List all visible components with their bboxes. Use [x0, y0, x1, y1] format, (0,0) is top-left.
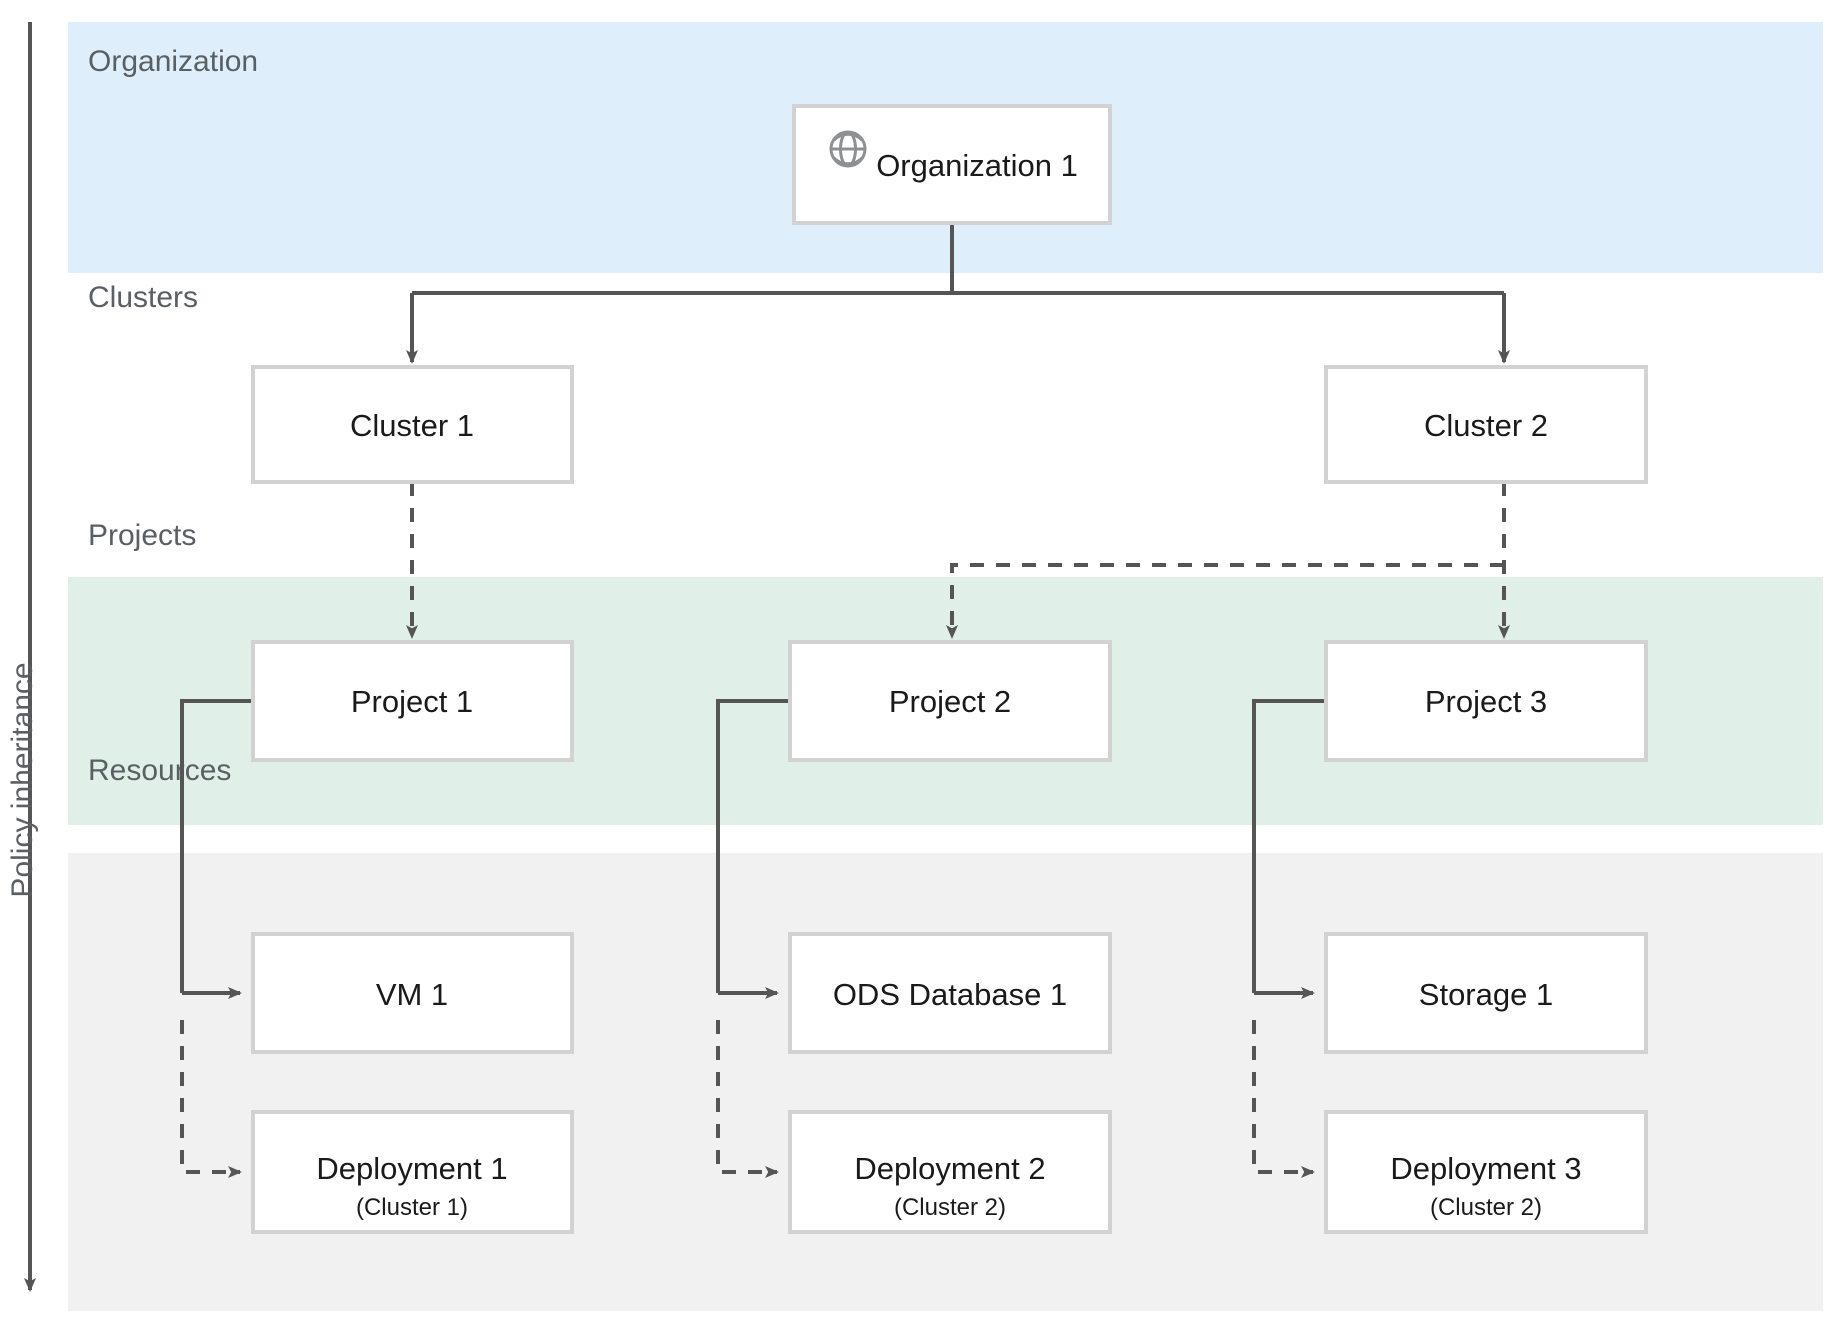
node-project-2-label: Project 2 — [889, 684, 1011, 719]
node-organization-1[interactable]: Organization 1 — [792, 104, 1112, 225]
edge-project3-to-deployment3 — [1252, 1020, 1315, 1178]
edge-project1-resources — [180, 699, 253, 1178]
node-project-2[interactable]: Project 2 — [788, 640, 1112, 762]
node-deployment-1-label: Deployment 1 — [316, 1151, 507, 1186]
node-deployment-1[interactable]: Deployment 1 (Cluster 1) — [251, 1110, 574, 1234]
node-project-1-box[interactable] — [251, 640, 574, 762]
band-organization-label: Organization — [88, 45, 258, 78]
band-resources: Resources — [68, 754, 1823, 1311]
node-cluster-1[interactable]: Cluster 1 — [251, 365, 574, 484]
edge-project2-resources — [716, 699, 790, 1178]
node-storage-1-label: Storage 1 — [1419, 977, 1553, 1012]
edge-project2-spine-solid — [716, 699, 790, 993]
edge-project3-resources — [1252, 699, 1326, 1178]
node-vm-1-label: VM 1 — [376, 977, 448, 1012]
node-deployment-2-box[interactable] — [788, 1110, 1112, 1234]
node-organization-1-label: Organization 1 — [876, 148, 1078, 183]
node-deployment-2-label: Deployment 2 — [854, 1151, 1045, 1186]
band-clusters-label: Clusters — [88, 281, 198, 314]
band-resources-label: Resources — [88, 754, 231, 787]
node-project-1[interactable]: Project 1 — [251, 640, 574, 762]
node-deployment-3-sublabel: (Cluster 2) — [1430, 1194, 1542, 1221]
node-cluster-1-label: Cluster 1 — [350, 408, 474, 443]
globe-icon — [829, 130, 867, 168]
node-vm-1-box[interactable] — [251, 932, 574, 1054]
node-cluster-1-box[interactable] — [251, 365, 574, 484]
edge-project2-to-deployment2 — [716, 1020, 779, 1178]
node-cluster-2[interactable]: Cluster 2 — [1324, 365, 1648, 484]
edge-org1-clusters — [406, 223, 1510, 364]
band-projects-label: Projects — [88, 519, 196, 552]
node-project-3-box[interactable] — [1324, 640, 1648, 762]
node-ods-database-1[interactable]: ODS Database 1 — [788, 932, 1112, 1054]
node-deployment-1-sublabel: (Cluster 1) — [356, 1194, 468, 1221]
node-deployment-2-sublabel: (Cluster 2) — [894, 1194, 1006, 1221]
node-deployment-3-label: Deployment 3 — [1390, 1151, 1581, 1186]
edge-cluster2-to-project2 — [946, 563, 1504, 639]
band-resources-bg — [68, 853, 1823, 1311]
node-deployment-3-box[interactable] — [1324, 1110, 1648, 1234]
node-project-2-box[interactable] — [788, 640, 1112, 762]
node-deployment-2[interactable]: Deployment 2 (Cluster 2) — [788, 1110, 1112, 1234]
node-ods-database-1-box[interactable] — [788, 932, 1112, 1054]
node-cluster-2-label: Cluster 2 — [1424, 408, 1548, 443]
edge-cluster2-projects — [946, 482, 1510, 639]
edge-project1-spine-solid — [180, 699, 253, 993]
node-project-1-label: Project 1 — [351, 684, 473, 719]
node-ods-database-1-label: ODS Database 1 — [833, 977, 1067, 1012]
node-storage-1[interactable]: Storage 1 — [1324, 932, 1648, 1054]
node-deployment-1-box[interactable] — [251, 1110, 574, 1234]
node-project-3-label: Project 3 — [1425, 684, 1547, 719]
edge-project1-to-deployment1 — [180, 1020, 242, 1178]
edge-project3-spine-solid — [1252, 699, 1326, 993]
node-project-3[interactable]: Project 3 — [1324, 640, 1648, 762]
policy-inheritance-label: Policy inheritance — [6, 662, 39, 897]
node-storage-1-box[interactable] — [1324, 932, 1648, 1054]
node-cluster-2-box[interactable] — [1324, 365, 1648, 484]
node-deployment-3[interactable]: Deployment 3 (Cluster 2) — [1324, 1110, 1648, 1234]
node-vm-1[interactable]: VM 1 — [251, 932, 574, 1054]
policy-inheritance-axis: Policy inheritance — [6, 22, 39, 1292]
